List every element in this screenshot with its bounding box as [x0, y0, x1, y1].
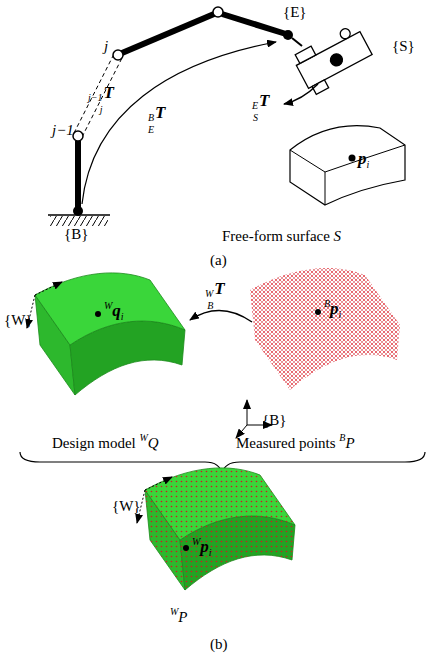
figure-label: Free-form surface S — [222, 228, 341, 245]
figure-label: j−1jT — [88, 84, 114, 115]
figure-label: Wqi — [104, 300, 124, 322]
figure-label: {E} — [283, 4, 307, 21]
figure-label: j — [104, 38, 108, 55]
figure-label: (b) — [210, 636, 228, 653]
figure-label: {B} — [262, 412, 286, 429]
figure-label: (a) — [210, 252, 227, 269]
figure-label: WBT — [205, 280, 225, 311]
figure-label: {W} — [4, 312, 33, 329]
figure-label: BET — [148, 104, 166, 135]
figure-label: Design model WQ — [52, 432, 159, 452]
figure-label: EST — [252, 92, 270, 123]
figure-label: Bpi — [324, 298, 341, 320]
figure-label: {S} — [392, 38, 415, 55]
figure-label: pi — [358, 150, 369, 170]
figure-label: Measured points BP — [236, 432, 355, 452]
figure-label: Wpi — [192, 536, 212, 558]
figure-label: {B} — [64, 226, 88, 243]
figure-label: {W} — [112, 498, 141, 515]
figure-label: j−1 — [52, 122, 74, 139]
figure-label: WP — [170, 606, 188, 626]
